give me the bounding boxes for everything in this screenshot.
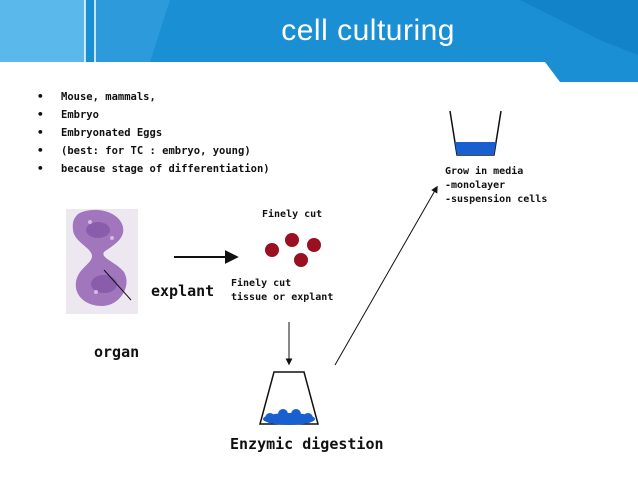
bullet-dot-icon: • — [37, 126, 44, 139]
explant-label: explant — [151, 282, 215, 300]
grow-label-line2: -monolayer — [445, 180, 506, 191]
bullet-item: • Embryonated Eggs — [37, 124, 270, 142]
bullet-dot-icon: • — [37, 144, 44, 157]
bullet-text: Embryo — [61, 109, 99, 121]
bullet-text: because stage of differentiation) — [61, 163, 270, 175]
bullet-item: • (best: for TC : embryo, young) — [37, 142, 270, 160]
slide-title: cell culturing — [281, 14, 455, 47]
bullet-item: • Embryo — [37, 106, 270, 124]
bullet-dot-icon: • — [37, 90, 44, 103]
bullet-dot-icon: • — [37, 108, 44, 121]
organ-tissue-image — [66, 209, 138, 314]
enzymic-digestion-label: Enzymic digestion — [230, 435, 384, 453]
bullet-text: (best: for TC : embryo, young) — [61, 145, 251, 157]
grow-label-line3: -suspension cells — [445, 194, 548, 205]
finely-cut-label-line2: tissue or explant — [231, 292, 334, 303]
bullet-dot-icon: • — [37, 162, 44, 175]
finely-cut-top-label: Finely cut — [262, 209, 323, 220]
organ-label: organ — [94, 343, 140, 361]
grow-label-line1: Grow in media — [445, 166, 524, 177]
bullet-list: • Mouse, mammals, • Embryo • Embryonated Eg… — [37, 88, 270, 178]
digestion-beaker — [259, 371, 319, 425]
bullet-text: Mouse, mammals, — [61, 91, 156, 103]
culture-dish — [449, 110, 502, 156]
cut-cells — [265, 233, 321, 267]
bullet-item: • because stage of differentiation) — [37, 160, 270, 178]
bullet-text: Embryonated Eggs — [61, 127, 163, 139]
finely-cut-label-line1: Finely cut — [231, 278, 292, 289]
header-banner: cell culturing — [0, 0, 638, 82]
arrow-to-culture — [334, 185, 438, 366]
header-graphic — [0, 0, 638, 82]
bullet-item: • Mouse, mammals, — [37, 88, 270, 106]
